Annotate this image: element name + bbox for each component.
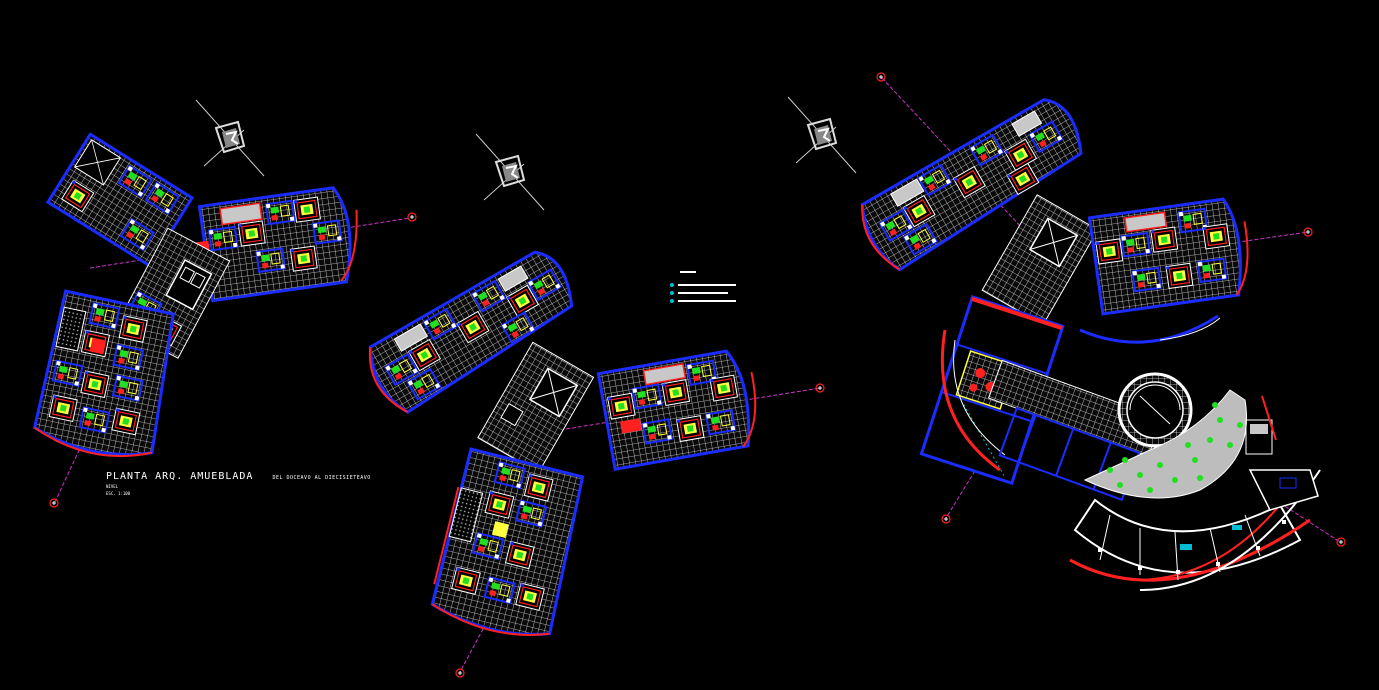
- bullet-icon: [670, 291, 674, 295]
- level-label: NIVEL: [106, 484, 119, 489]
- legend: [670, 271, 736, 305]
- axis-marker-icon[interactable]: [455, 668, 465, 678]
- axis-marker-icon[interactable]: [876, 72, 886, 82]
- axis-marker-icon[interactable]: [49, 498, 59, 508]
- legend-line: [678, 284, 736, 286]
- scale-label: ESC. 1:100: [106, 491, 131, 496]
- circular-hall: [1117, 372, 1193, 448]
- plan-left[interactable]: [32, 99, 417, 508]
- axis-marker-icon[interactable]: [941, 514, 951, 524]
- plaza: [1083, 389, 1247, 499]
- title-block: PLANTA ARQ. AMUEBLADA DEL DOCEAVO AL DIE…: [106, 471, 371, 496]
- bullet-icon: [670, 283, 674, 287]
- legend-line: [678, 292, 728, 294]
- north-arrow-icon: [787, 96, 857, 174]
- axis-line: [559, 387, 821, 431]
- legend-header: [680, 271, 696, 273]
- axis-line: [945, 429, 1001, 519]
- legend-row: [670, 289, 736, 297]
- axis-marker-icon[interactable]: [407, 212, 417, 222]
- drawing-subtitle: DEL DOCEAVO AL DIECISIETEAVO: [272, 475, 371, 481]
- plan-right[interactable]: [787, 72, 1346, 591]
- axis-marker-icon[interactable]: [1336, 537, 1346, 547]
- legend-row: [670, 297, 736, 305]
- arc-building: [1069, 469, 1321, 591]
- legend-row: [670, 281, 736, 289]
- north-arrow-icon: [195, 99, 265, 177]
- north-arrow-icon: [475, 133, 545, 211]
- drawing-title: PLANTA ARQ. AMUEBLADA DEL DOCEAVO AL DIE…: [106, 471, 371, 482]
- legend-line: [678, 300, 736, 302]
- plan-middle[interactable]: [359, 133, 825, 678]
- bullet-icon: [670, 299, 674, 303]
